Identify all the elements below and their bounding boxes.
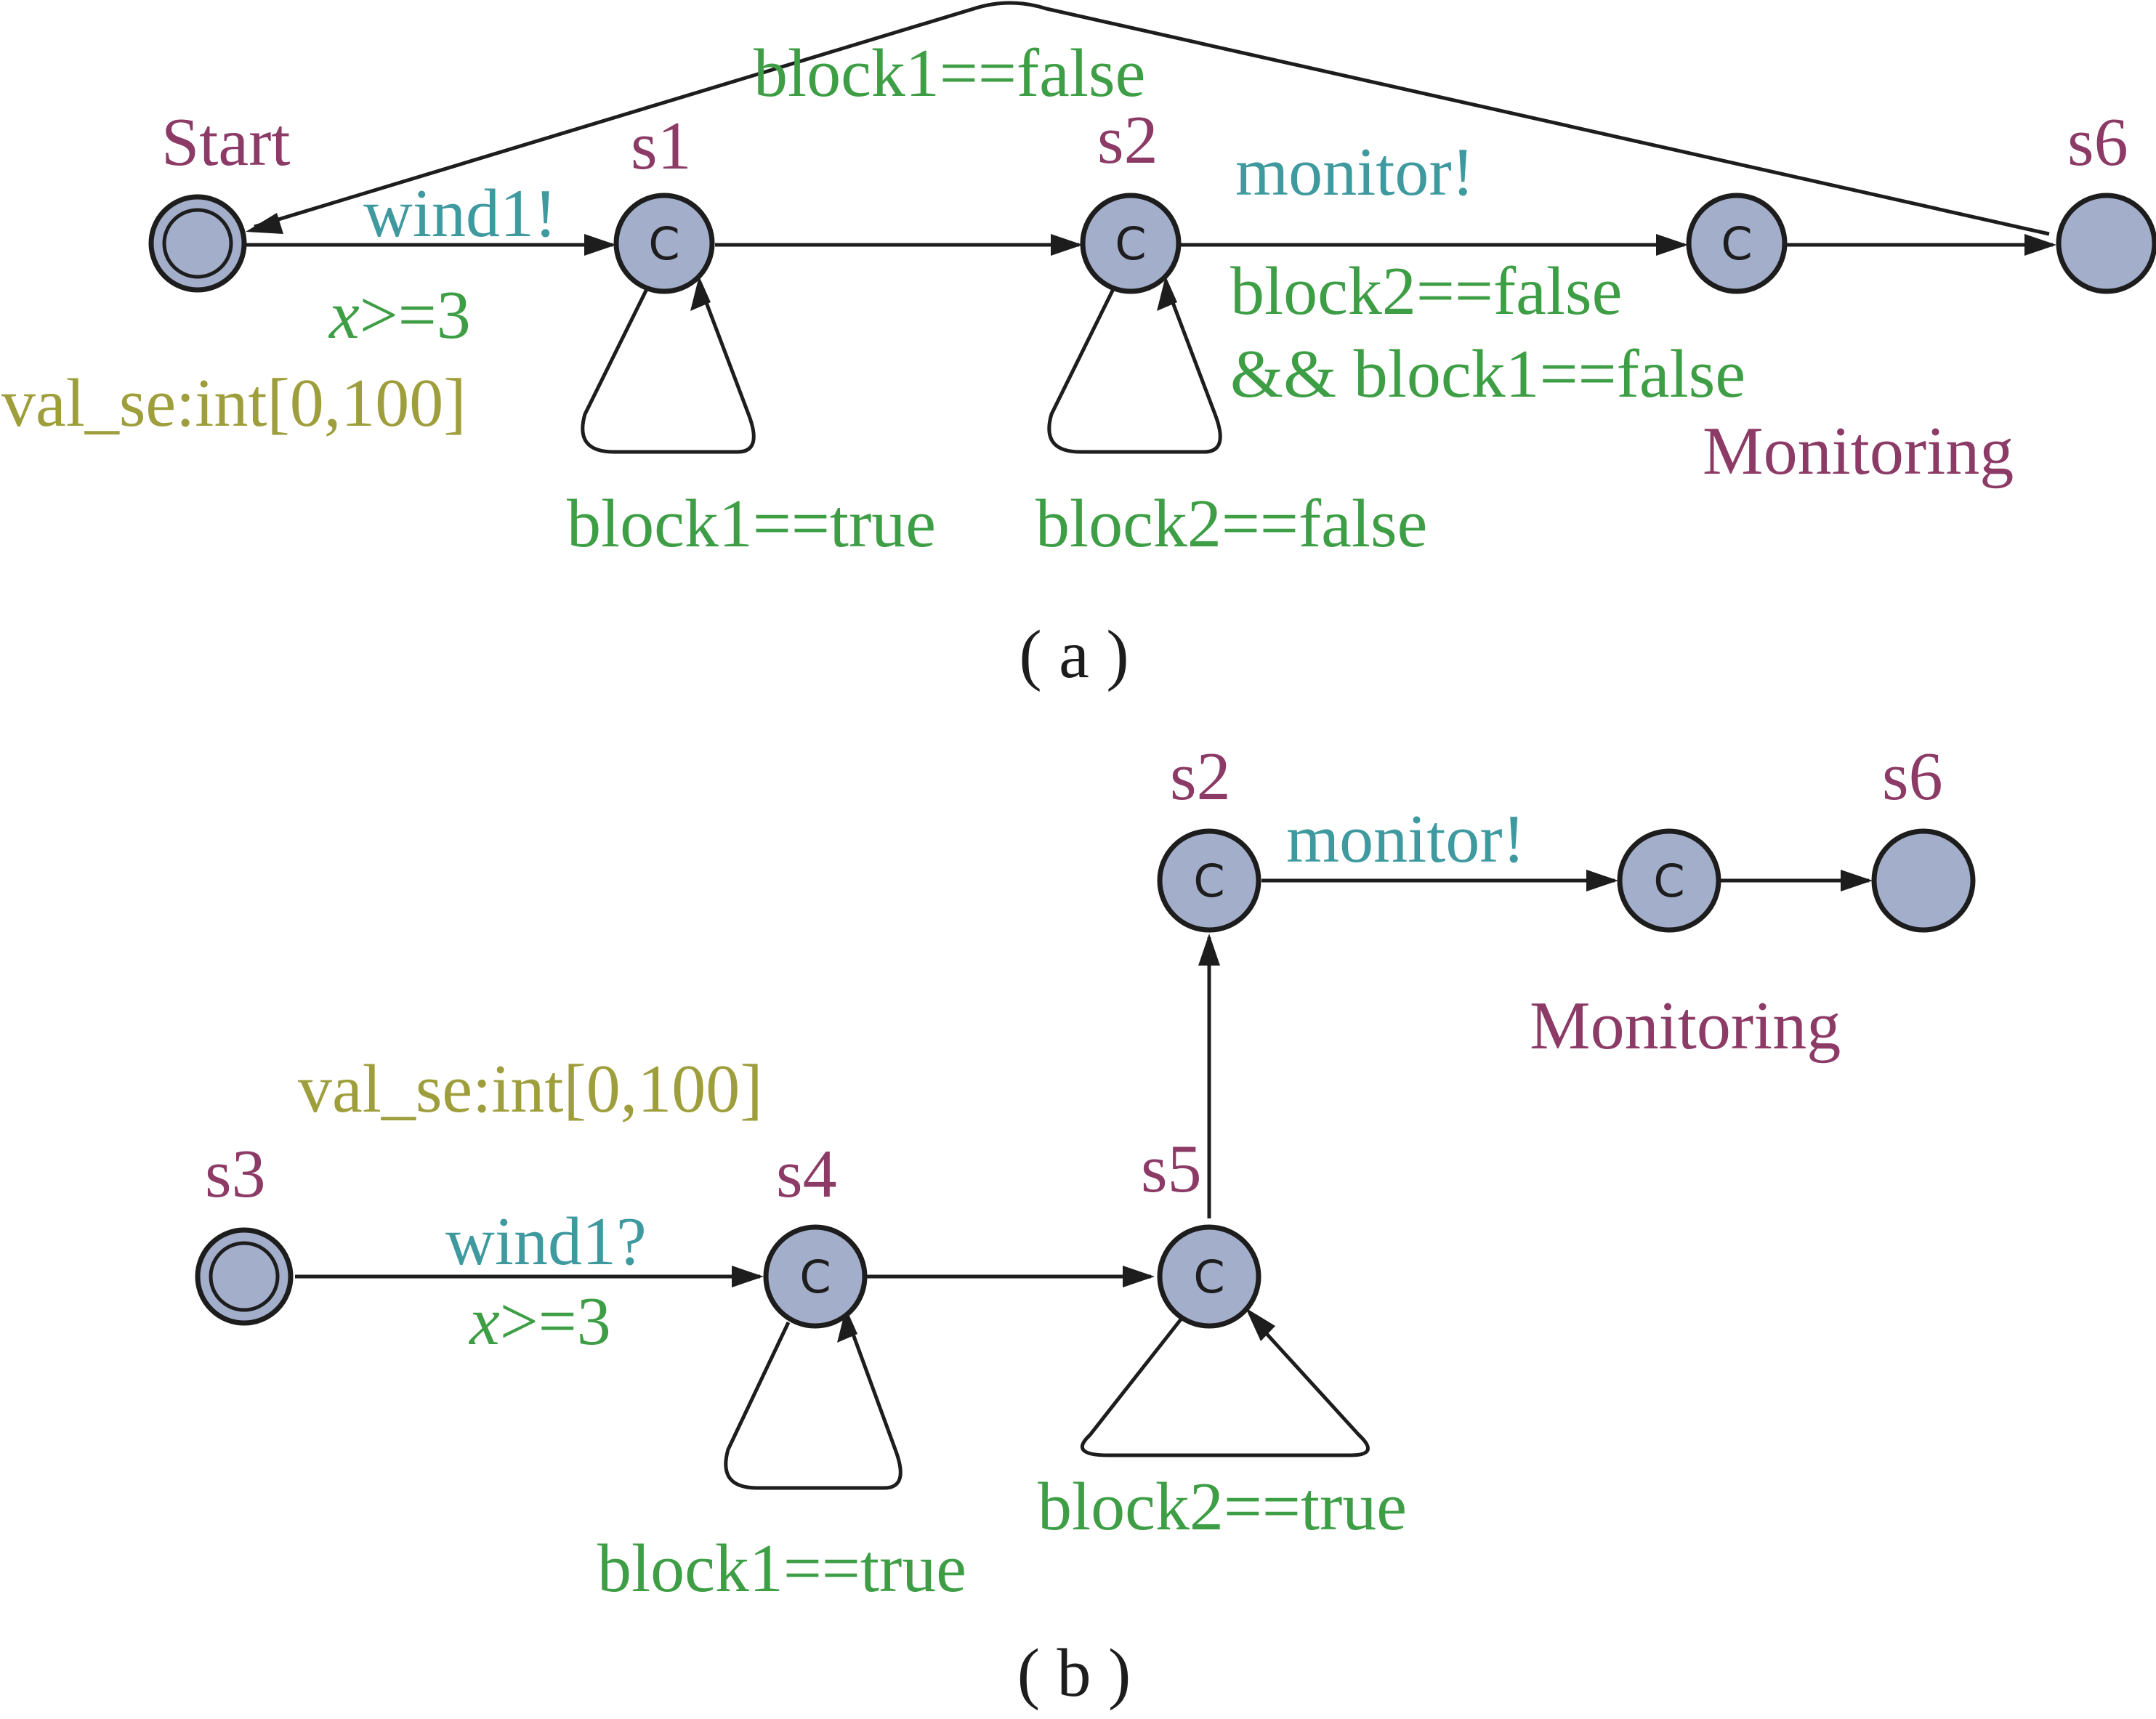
select-val-se-b: val_se:int[0,100] — [298, 1051, 763, 1127]
s2-circle — [1080, 193, 1182, 294]
location-monitoring[interactable]: C — [1686, 193, 1788, 294]
edge-s5-s2-arrowhead — [1198, 934, 1220, 966]
edge-s6-start — [254, 1, 2050, 236]
name-monitoring: Monitoring — [1703, 413, 2014, 489]
monitoring-b-committed-icon: C — [1653, 854, 1684, 907]
edge-s2-monitoring-arrowhead — [1656, 234, 1688, 256]
name-s2-b: s2 — [1170, 739, 1231, 814]
location-monitoring-b[interactable]: C — [1617, 828, 1721, 933]
sync-monitor-send: monitor! — [1235, 134, 1474, 210]
loop-s5-guard: block2==true — [1038, 1469, 1407, 1545]
name-s6: s6 — [2067, 105, 2128, 180]
guard-x-condition-b: >=3 — [500, 1284, 611, 1359]
s2-b-committed-icon: C — [1193, 854, 1224, 907]
edge-monitoring-s6-b-arrowhead — [1841, 870, 1873, 891]
name-s6-b: s6 — [1882, 739, 1943, 814]
sync-wind1-send: wind1! — [363, 176, 557, 251]
s4-committed-icon: C — [799, 1250, 831, 1303]
s3-initial-inner-ring — [209, 1241, 280, 1312]
loop-s2 — [1047, 288, 1222, 454]
loop-s4 — [724, 1321, 903, 1490]
s2-b-circle — [1157, 828, 1261, 933]
loop-s5-arrowhead — [1245, 1308, 1275, 1341]
loop-s5 — [1080, 1318, 1370, 1457]
s4-circle — [763, 1224, 868, 1329]
monitoring-b-circle — [1617, 828, 1721, 933]
name-monitoring-b: Monitoring — [1530, 988, 1841, 1064]
location-s3[interactable] — [195, 1227, 294, 1326]
location-s6-b[interactable] — [1871, 828, 1976, 933]
monitoring-circle — [1686, 193, 1788, 294]
name-start: Start — [161, 105, 291, 180]
sync-wind1-receive: wind1? — [445, 1204, 647, 1279]
loop-s4-arrowhead — [837, 1308, 857, 1343]
edge-s6-start-arrowhead — [246, 213, 283, 234]
loop-s4-guard: block1==true — [597, 1531, 966, 1606]
edge-s3-s4-arrowhead — [732, 1266, 764, 1287]
guard-s2-monitoring-line2: && block1==false — [1230, 336, 1745, 412]
location-s6[interactable] — [2056, 193, 2156, 294]
s6-b-circle — [1871, 828, 1976, 933]
panel-a: C C C Start s1 s2 s6 Monitoring wind1! x… — [1, 1, 2156, 692]
edge-s4-s5-arrowhead — [1123, 1266, 1155, 1287]
location-start[interactable] — [148, 194, 247, 293]
edge-start-s1-arrowhead — [584, 234, 616, 256]
s2-committed-icon: C — [1115, 217, 1146, 270]
select-val-se: val_se:int[0,100] — [1, 365, 467, 441]
location-s5[interactable]: C — [1157, 1224, 1261, 1329]
name-s3: s3 — [205, 1136, 266, 1212]
guard-x-ge-3: x>=3 — [328, 278, 471, 353]
panel-b: C C C C s3 s4 s5 s2 s6 Monitoring val_se… — [195, 739, 1976, 1711]
loop-s1-arrowhead — [690, 276, 711, 311]
s1-committed-icon: C — [648, 217, 679, 270]
edge-monitoring-s6-arrowhead — [2024, 234, 2056, 256]
name-s5: s5 — [1141, 1131, 1202, 1207]
s5-committed-icon: C — [1193, 1250, 1224, 1303]
guard-x-variable-b: x — [468, 1284, 500, 1359]
name-s4: s4 — [776, 1136, 837, 1212]
name-s1: s1 — [631, 108, 692, 184]
location-s1[interactable]: C — [613, 193, 715, 294]
s5-circle — [1157, 1224, 1261, 1329]
guard-x-condition: >=3 — [360, 278, 471, 353]
loop-s1-guard: block1==true — [567, 486, 936, 562]
sync-monitor-send-b: monitor! — [1286, 801, 1525, 877]
guard-s6-start: block1==false — [754, 36, 1145, 111]
location-s2-b[interactable]: C — [1157, 828, 1261, 933]
loop-s2-arrowhead — [1157, 276, 1177, 311]
guard-x-variable: x — [328, 278, 360, 353]
name-s2: s2 — [1097, 102, 1158, 178]
loop-s1 — [581, 288, 756, 454]
location-s4[interactable]: C — [763, 1224, 868, 1329]
guard-s2-monitoring-line1: block2==false — [1230, 254, 1622, 329]
guard-x-ge-3-b: x>=3 — [468, 1284, 611, 1359]
location-s2[interactable]: C — [1080, 193, 1182, 294]
s1-circle — [613, 193, 715, 294]
caption-b: ( b ) — [1017, 1635, 1131, 1711]
edge-s1-s2-arrowhead — [1051, 234, 1083, 256]
s6-circle — [2056, 193, 2156, 294]
start-initial-inner-ring — [162, 208, 233, 279]
loop-s2-guard: block2==false — [1035, 486, 1427, 562]
edge-s2-monitoring-b-arrowhead — [1586, 870, 1618, 891]
monitoring-committed-icon: C — [1721, 217, 1752, 270]
caption-a: ( a ) — [1019, 617, 1129, 692]
